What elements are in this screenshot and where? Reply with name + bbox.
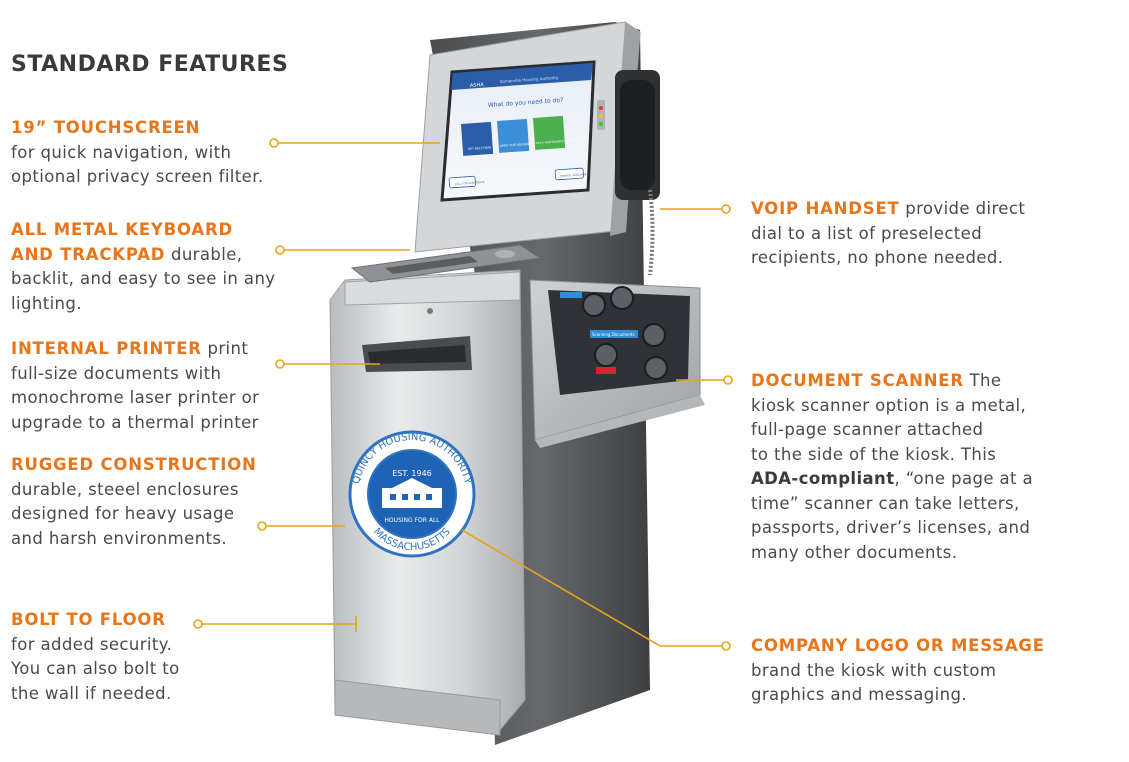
feature-title: INTERNAL PRINTER: [11, 339, 202, 358]
screen-call-button[interactable]: [448, 175, 476, 189]
scanner-step-icon: [642, 323, 666, 347]
keyboard-keys: [385, 256, 478, 274]
feature-text: You can also bolt to: [11, 659, 180, 678]
feature-text: and harsh environments.: [11, 528, 228, 548]
screen-tile1-label: GET HELP NOW: [468, 145, 491, 151]
cabinet-top-edge: [344, 271, 521, 306]
scanner-info-label: [560, 292, 582, 298]
feature-text: print: [201, 339, 249, 358]
screen-tile3-label: FILE A MAINTENANCE REQUEST: [536, 138, 577, 145]
feature-text: kiosk scanner option is a metal,: [751, 395, 1027, 415]
screen-tile-maintenance[interactable]: [533, 115, 566, 150]
feature-text: time” scanner can take letters,: [751, 493, 1020, 513]
feature-text: durable,: [165, 244, 243, 264]
feature-scanner: DOCUMENT SCANNER The kiosk scanner optio…: [751, 369, 1033, 565]
feature-text: brand the kiosk with custom: [751, 660, 997, 680]
callout-dot: [193, 619, 203, 629]
feature-text: to the side of the kiosk. This: [751, 444, 997, 464]
screen-language-label: CHANGE LANGUAGE: [560, 172, 587, 178]
seal-est: EST. 1946: [392, 469, 432, 478]
callout-line-logo-diag: [461, 529, 661, 647]
feature-text: backlit, and easy to see in any: [11, 269, 276, 288]
feature-title: DOCUMENT SCANNER: [751, 371, 964, 390]
feature-text: graphics and messaging.: [751, 685, 968, 704]
feature-title: 19” TOUCHSCREEN: [11, 118, 201, 137]
callout-dot: [723, 375, 733, 385]
screen-call-label: CALL FOR ASSISTANCE: [455, 180, 485, 186]
handset-icon: [620, 80, 655, 190]
feature-text: full-size documents with: [11, 363, 222, 383]
status-light-amber: [599, 114, 603, 118]
seal-building-icon: [382, 488, 442, 508]
callout-dot: [269, 138, 279, 148]
trackpad: [495, 250, 515, 258]
feature-title: COMPANY LOGO OR MESSAGE: [751, 636, 1045, 655]
feature-voip: VOIP HANDSET provide direct dial to a li…: [751, 197, 1025, 271]
status-light-green: [599, 122, 603, 126]
feature-text: many other documents.: [751, 542, 958, 562]
feature-text: optional privacy screen filter.: [11, 167, 264, 186]
scanner-step-icon: [582, 293, 606, 317]
feature-printer: INTERNAL PRINTER print full-size documen…: [11, 337, 259, 435]
feature-text: designed for heavy usage: [11, 504, 235, 523]
scanner-step-icon: [594, 343, 618, 367]
screen-tile-apply[interactable]: [496, 118, 530, 153]
screen-brand: ASHA: [470, 82, 485, 89]
screen-tile2-label: APPLY FOR HOUSING: [500, 142, 532, 148]
feature-rugged: RUGGED CONSTRUCTION durable, steeel encl…: [11, 453, 257, 551]
feature-text: recipients, no phone needed.: [751, 248, 1004, 267]
screen-header-bar: [451, 63, 593, 90]
lock-icon: [427, 308, 433, 314]
feature-text: durable, steeel enclosures: [11, 479, 239, 499]
kiosk-base: [334, 679, 501, 736]
callout-dot: [275, 245, 285, 255]
feature-text: dial to a list of preselected: [751, 223, 983, 243]
company-seal: QUINCY HOUSING AUTHORITY MASSACHUSETTS E…: [348, 430, 476, 558]
status-light-red: [599, 106, 603, 110]
scanner-step-icon: [610, 286, 634, 310]
feature-text: passports, driver’s licenses, and: [751, 518, 1031, 537]
feature-title: ALL METAL KEYBOARD: [11, 220, 233, 239]
screen-language-button[interactable]: [554, 167, 584, 181]
feature-emphasis: ADA-compliant: [751, 469, 895, 488]
feature-text: for quick navigation, with: [11, 142, 232, 162]
feature-text: the wall if needed.: [11, 683, 172, 703]
feature-text: provide direct: [899, 199, 1026, 218]
printer-output: [368, 345, 466, 364]
feature-text: monochrome laser printer or: [11, 388, 260, 407]
scanner-label-bar: [590, 330, 638, 338]
handset-cord: [648, 189, 655, 276]
page-title: STANDARD FEATURES: [11, 52, 289, 77]
scanner-step-icon: [644, 356, 668, 380]
feature-text: , “one page at a: [894, 469, 1034, 488]
feature-touchscreen: 19” TOUCHSCREEN for quick navigation, wi…: [11, 116, 264, 190]
callout-dot: [257, 521, 267, 531]
scanner-warning-label: [596, 367, 616, 374]
feature-title: RUGGED CONSTRUCTION: [11, 455, 257, 474]
feature-logo: COMPANY LOGO OR MESSAGE brand the kiosk …: [751, 634, 1045, 708]
feature-text: upgrade to a thermal printer: [11, 412, 259, 432]
callout-dot: [721, 204, 731, 214]
feature-keyboard: ALL METAL KEYBOARD AND TRACKPAD durable,…: [11, 218, 275, 316]
seal-motto: HOUSING FOR ALL: [384, 517, 440, 524]
screen-tile-help[interactable]: [461, 121, 494, 156]
screen-header-text: Somerville Housing Authority: [500, 75, 559, 84]
feature-title: BOLT TO FLOOR: [11, 610, 166, 629]
feature-text: lighting.: [11, 293, 82, 313]
callout-dot: [275, 359, 285, 369]
feature-text: The: [963, 371, 1002, 390]
feature-bolt: BOLT TO FLOOR for added security. You ca…: [11, 608, 180, 706]
scanner-label: Scanning Documents: [592, 332, 635, 337]
feature-text: for added security.: [11, 634, 173, 654]
callout-dot: [721, 641, 731, 651]
callout-lines: [193, 138, 733, 651]
feature-text: full-page scanner attached: [751, 420, 984, 439]
scanner-slot: [535, 395, 705, 448]
feature-title: VOIP HANDSET: [751, 199, 900, 218]
feature-title: AND TRACKPAD: [11, 244, 166, 264]
